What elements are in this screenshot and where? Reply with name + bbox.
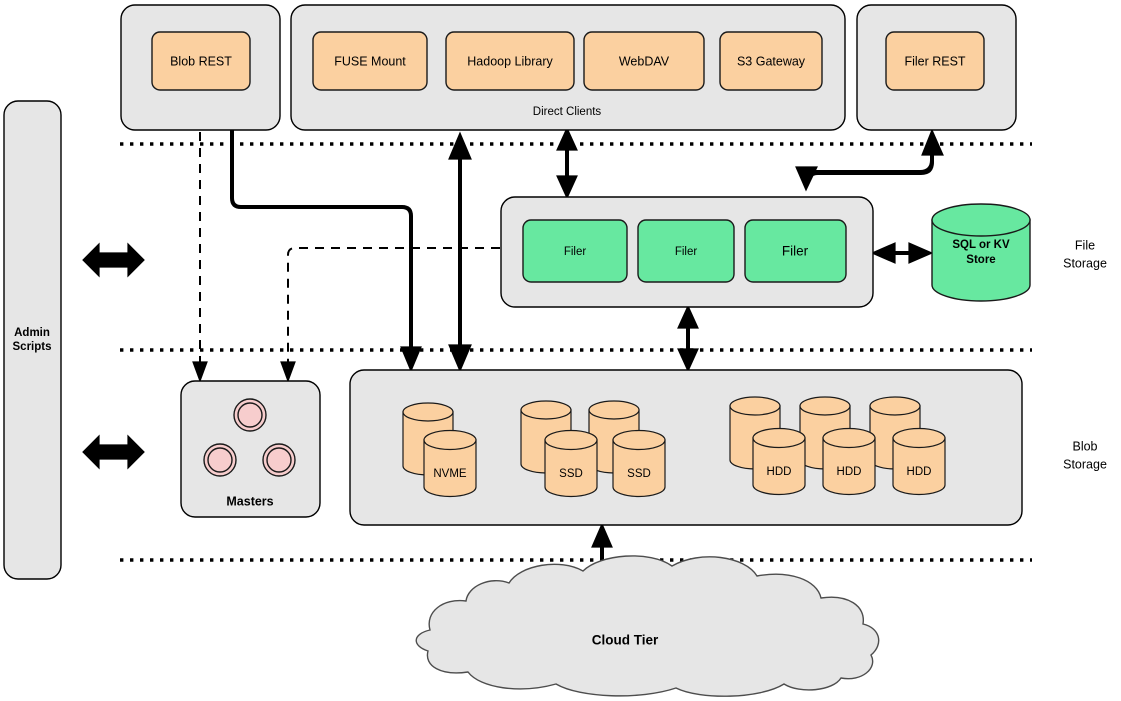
masters-label: Masters [226,494,273,508]
tier-label-blob-storage-line1: Blob [1072,439,1097,453]
filer-node-3-label: Filer [782,244,809,259]
hdd-back-3-top [869,396,921,416]
arrowhead-cloud-up [591,522,613,548]
master-node-2[interactable] [203,443,237,477]
filer-node-1[interactable] [522,219,628,283]
nvme-group[interactable]: NVME [402,402,477,498]
hdd-front-1-label: HDD [767,466,792,478]
hdd-back-2-top [799,396,851,416]
nvme-back-1-top [402,402,454,422]
hdd-front-1-body [752,437,806,496]
hdd-front-2-top [822,427,876,449]
nvme-front-1-top [423,429,477,451]
arrowhead-blobrest-volumes [400,346,422,373]
arrowhead-filer-masters [280,361,296,383]
sql-store-body [931,219,1031,302]
client-filer-rest-label: Filer REST [904,54,965,68]
ssd-front-2-body [612,439,666,498]
ssd-front-2-top [612,429,666,451]
connector-filerrest-to-filers [804,152,934,183]
arrowhead-directclients-up [448,131,472,160]
cloud-tier-label: Cloud Tier [592,633,659,648]
connector-blobrest-to-volumes [230,130,413,349]
arrowhead-blobrest-masters [192,361,208,383]
hdd-front-3-label: HDD [907,466,932,478]
tier-label-file-storage-line1: File [1075,238,1095,252]
arrowhead-filers-volumes-down [677,348,699,373]
hdd-front-3-body [892,437,946,496]
admin-scripts-label-line1: Admin [14,327,50,339]
arrowhead-filerrest-down [795,166,818,192]
ssd-front-1-label: SSD [559,468,583,480]
cloud-tier-shape [415,555,880,697]
client-webdav-label: WebDAV [619,54,670,68]
client-s3-gateway[interactable] [719,31,823,91]
admin-scripts-label-line2: Scripts [13,341,52,353]
client-hadoop-library[interactable] [445,31,575,91]
client-blob-rest-label: Blob REST [170,54,232,68]
admin-scripts-panel[interactable] [3,100,62,580]
sql-store-label-line2: Store [966,254,995,266]
client-fuse-mount[interactable] [312,31,428,91]
master-node-3[interactable] [262,443,296,477]
master-node-1[interactable] [233,398,267,432]
ssd-back-1-top [520,400,572,420]
tier-label-blob-storage-line2: Storage [1063,457,1107,471]
ssd-back-2-top [588,400,640,420]
ssd-front-2-label: SSD [627,468,651,480]
hdd-front-3-top [892,427,946,449]
admin-arrow-file-storage [82,242,145,278]
admin-arrow-blob-storage [82,434,145,470]
nvme-front-1-label: NVME [433,468,467,480]
connector-filerrest-to-filers-b [805,155,934,186]
client-webdav[interactable] [583,31,705,91]
masters-group[interactable] [180,380,321,518]
master-node-2-inner [207,447,233,473]
arrowhead-filerrest-up [921,128,944,156]
ssd-front-1-body [544,439,598,498]
arrowhead-filers-volumes-up [677,304,699,329]
hdd-back-1-top [729,396,781,416]
nvme-front-1-body [423,439,477,498]
cloud-tier[interactable]: Cloud Tier [415,555,880,697]
sql-store-label-line1: SQL or KV [952,239,1010,251]
client-filer-rest[interactable] [885,31,985,91]
hdd-front-2-body [822,437,876,496]
hdd-front-2-label: HDD [837,466,862,478]
client-hadoop-library-label: Hadoop Library [467,54,553,68]
ssd-front-1-top [544,429,598,451]
arrowhead-store-left [870,242,896,264]
sql-or-kv-store[interactable]: SQL or KV Store [931,203,1031,302]
client-fuse-mount-label: FUSE Mount [334,54,406,68]
filer-node-3[interactable] [744,219,847,283]
hdd-group[interactable]: HDD HDD HDD [729,396,946,496]
arrowhead-directclients-filer-up [556,126,578,151]
client-s3-gateway-label: S3 Gateway [737,54,806,68]
direct-clients-caption: Direct Clients [533,106,602,118]
sql-store-top [931,203,1031,237]
filer-node-1-label: Filer [564,246,587,258]
client-blob-rest[interactable] [151,31,251,91]
arrowhead-directclients-down [448,344,472,373]
master-node-1-inner [237,402,263,428]
master-node-3-inner [266,447,292,473]
tier-label-file-storage-line2: Storage [1063,256,1107,270]
connector-filer-to-masters [287,247,500,368]
filer-node-2-label: Filer [675,246,698,258]
arrowhead-store-right [908,242,934,264]
hdd-front-1-top [752,427,806,449]
filer-node-2[interactable] [637,219,735,283]
ssd-group[interactable]: SSD SSD [520,400,666,498]
arrowhead-directclients-filer-down [556,175,578,200]
